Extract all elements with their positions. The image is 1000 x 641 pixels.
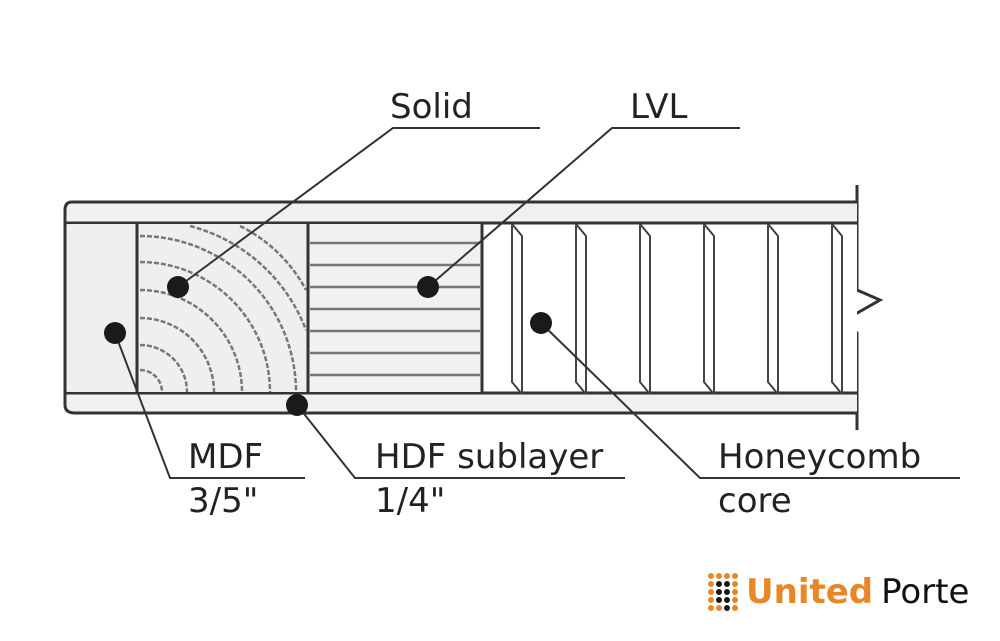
mdf-marker (104, 322, 126, 344)
label-solid: Solid (390, 87, 473, 127)
leader-lines (114, 127, 960, 479)
honeycomb-slats (511, 223, 843, 394)
label-hdf-size: 1/4" (375, 481, 445, 521)
label-lvl: LVL (630, 87, 687, 127)
solid-wood-grain (139, 224, 308, 393)
logo-word-united: United (746, 572, 874, 612)
solid-layer (137, 224, 308, 392)
solid-marker (167, 276, 189, 298)
logo-word-porte: Porte (881, 572, 970, 612)
united-porte-logo: United Porte (708, 570, 969, 614)
label-honeycomb: Honeycomb (718, 437, 921, 477)
honeycomb-marker (530, 312, 552, 334)
mdf-layer (67, 224, 137, 392)
label-hdf: HDF sublayer (375, 437, 603, 477)
hdf-marker (286, 394, 308, 416)
label-mdf-size: 3/5" (188, 481, 258, 521)
lvl-marker (417, 276, 439, 298)
lvl-lines (310, 241, 480, 377)
logo-dots-icon (708, 573, 738, 611)
label-mdf: MDF (188, 437, 263, 477)
label-honeycomb-core: core (718, 481, 792, 521)
